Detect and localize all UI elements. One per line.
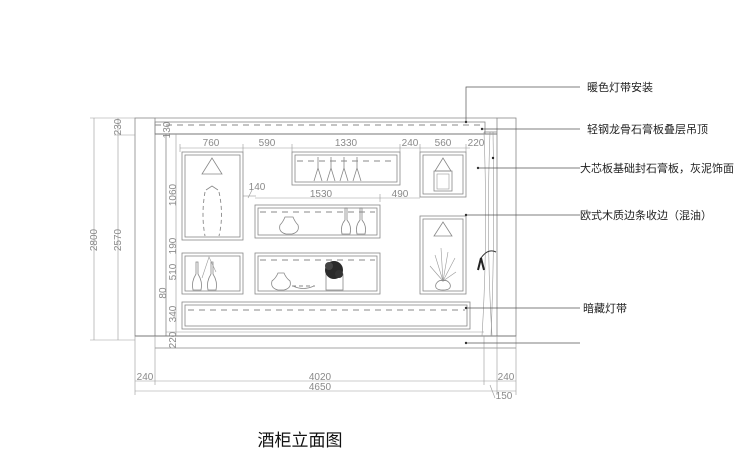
svg-text:1330: 1330 [335,138,358,149]
ceiling-section [154,117,497,336]
callout-ceiling: 轻钢龙骨石膏板叠层吊顶 [587,122,708,136]
dim-right-wall: 240 [498,372,515,383]
dim-total-height: 2800 [89,228,100,251]
curtain [477,131,497,337]
callout-leaders [464,86,580,345]
svg-text:1530: 1530 [310,189,333,200]
callout-warm-light-strip: 暖色灯带安装 [587,80,653,94]
middle-dimension-row: 1530 490 140 [243,182,420,202]
wine-glasses [313,157,362,182]
callout-wood-trim: 欧式木质边条收边（混油） [580,208,712,222]
dim-total-width: 4650 [309,382,332,393]
svg-text:590: 590 [259,138,276,149]
dim-cabinet-height: 2570 [113,228,124,251]
svg-text:1060: 1060 [168,183,179,206]
callout-wall-finish: 大芯板基础封石膏板，灰泥饰面 [580,161,734,175]
svg-text:140: 140 [249,182,266,193]
right-top-niche [419,151,467,198]
dim-ceiling-height: 230 [113,118,124,135]
grass-plant-icon [429,247,457,291]
left-small-niche [181,252,244,295]
floor-lines [134,335,517,395]
svg-text:490: 490 [392,189,409,200]
svg-text:220: 220 [468,138,485,149]
callout-labels: 暖色灯带安装 轻钢龙骨石膏板叠层吊顶 大芯板基础封石膏板，灰泥饰面 欧式木质边条… [580,80,734,315]
callout-hidden-light: 暗藏灯带 [583,301,627,315]
svg-text:80: 80 [158,287,169,299]
middle-niche [254,204,381,239]
lower-middle-niche [254,252,381,295]
svg-text:760: 760 [203,138,220,149]
left-wall-section [134,117,156,337]
left-inner-dimensions: 130 1060 190 510 80 340 220 [158,121,179,348]
svg-text:510: 510 [168,263,179,280]
svg-text:190: 190 [168,237,179,254]
right-tall-niche [419,215,467,295]
dim-inner-width: 4020 [309,372,332,383]
bottom-long-niche [166,301,484,333]
svg-text:560: 560 [435,138,452,149]
dim-curtain: 150 [496,391,513,402]
bottom-dimensions: 240 4020 240 4650 150 [135,372,516,402]
right-wall-section [496,117,517,337]
dim-left-wall: 240 [137,372,154,383]
svg-text:220: 220 [168,331,179,348]
left-tall-niche [181,151,244,241]
top-dimension-row: 760 590 1330 240 560 220 [179,138,485,152]
top-middle-niche [291,151,401,186]
drawing-title: 酒柜立面图 [258,431,343,451]
left-dimensions: 2800 2570 230 [89,117,135,341]
curtain-tie-icon [477,257,485,271]
svg-text:340: 340 [168,305,179,322]
svg-text:240: 240 [402,138,419,149]
svg-text:130: 130 [162,121,173,138]
